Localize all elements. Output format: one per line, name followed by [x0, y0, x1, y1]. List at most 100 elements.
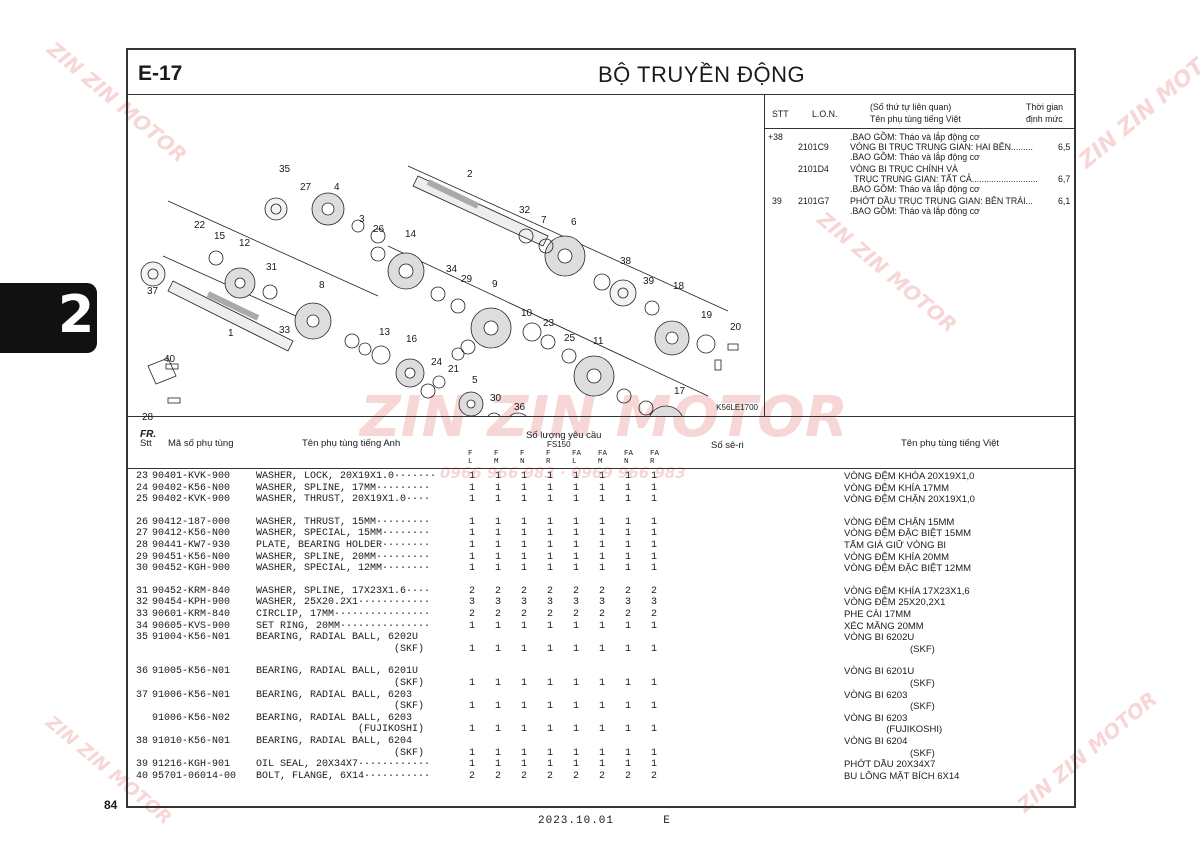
row-part-code: 90412-187-000 — [152, 516, 231, 528]
part-label: 8 — [319, 280, 325, 291]
row-name-vi: VÒNG ĐỆM ĐẶC BIỆT 15MM — [844, 528, 972, 540]
row-qty: 1 — [598, 620, 605, 632]
row-name-vi: VÒNG ĐỆM ĐẶC BIỆT 12MM — [844, 563, 972, 575]
row-qty: 1 — [598, 563, 605, 575]
row-qty: 1 — [546, 724, 553, 736]
qty-column-bottom: M — [598, 458, 603, 466]
row-name-vi: VÒNG BI 6203 — [844, 712, 908, 724]
row-qty: 1 — [624, 551, 631, 563]
part-label: 18 — [673, 281, 685, 292]
section-tab — [0, 283, 97, 353]
header-divider — [128, 94, 1074, 95]
row-part-code: 90601-KRM-840 — [152, 609, 231, 620]
row-stt: 31 — [136, 585, 149, 597]
row-qty: 1 — [520, 494, 527, 506]
footer-edition: E — [663, 815, 671, 827]
labor-name: VÒNG BI TRỤC TRUNG GIAN: HAI BÊN........… — [850, 142, 1033, 152]
labor-time-table: STT L.O.N. (Số thứ tự liên quan) Tên phụ… — [764, 96, 1076, 416]
page-number: 84 — [104, 798, 118, 812]
row-name-vi: PHE CÀI 17MM — [844, 609, 912, 620]
row-qty: 1 — [546, 620, 553, 632]
row-stt: 27 — [136, 528, 149, 540]
row-name-en: BEARING, RADIAL BALL, 6201U — [256, 666, 419, 678]
header-name-vi: Tên phụ tùng tiếng Việt — [901, 438, 1000, 449]
row-qty: 2 — [468, 585, 475, 597]
row-name-vi: VÒNG ĐỆM KHÍA 20MM — [844, 551, 950, 563]
row-name-en: BEARING, RADIAL BALL, 6202U — [256, 632, 419, 644]
row-stt: 37 — [136, 689, 149, 701]
part-label: 9 — [492, 279, 498, 290]
part-label: 36 — [514, 402, 526, 413]
row-qty: 2 — [572, 585, 579, 597]
qty-column-top: FA — [572, 450, 582, 458]
row-name-vi: VÒNG ĐỆM CHẶN 15MM — [844, 516, 955, 528]
labor-header-time-2: định mức — [1026, 114, 1063, 124]
row-name-en: SET RING, 20MM··············· — [256, 620, 431, 632]
row-qty: 3 — [468, 597, 475, 609]
row-qty: 1 — [494, 701, 501, 713]
qty-column-bottom: N — [520, 458, 525, 466]
row-qty: 1 — [624, 494, 631, 506]
row-qty: 1 — [572, 540, 579, 551]
row-qty: 3 — [494, 597, 501, 609]
row-qty: 1 — [650, 516, 657, 528]
part-label: 12 — [239, 238, 251, 249]
row-qty: 2 — [650, 770, 657, 782]
row-qty: 2 — [650, 585, 657, 597]
row-qty: 1 — [468, 551, 475, 563]
row-qty: 1 — [520, 551, 527, 563]
row-qty: 1 — [468, 482, 475, 494]
part-label: 21 — [448, 364, 460, 375]
part-label: 25 — [564, 333, 576, 344]
watermark-center: ZIN ZIN MOTOR — [360, 385, 848, 450]
row-qty: 1 — [520, 701, 527, 713]
row-qty: 1 — [598, 528, 605, 540]
row-stt: 24 — [136, 482, 149, 494]
row-qty: 1 — [572, 482, 579, 494]
row-qty: 1 — [546, 482, 553, 494]
part-label: 15 — [214, 231, 226, 242]
row-qty: 1 — [598, 471, 605, 482]
row-name-en: (SKF) — [256, 701, 425, 713]
row-qty: 1 — [494, 471, 501, 482]
part-label: 13 — [379, 327, 391, 338]
row-qty: 1 — [598, 540, 605, 551]
row-qty: 1 — [624, 701, 631, 713]
part-label: 22 — [194, 220, 206, 231]
part-label: 39 — [643, 276, 655, 287]
row-qty: 1 — [650, 482, 657, 494]
row-name-en: WASHER, LOCK, 20X19X1.0······· — [256, 471, 437, 482]
row-name-en: BEARING, RADIAL BALL, 6204 — [256, 736, 413, 747]
diagram-drawing — [137, 165, 739, 450]
row-qty: 2 — [520, 770, 527, 782]
row-qty: 1 — [572, 701, 579, 713]
row-qty: 1 — [624, 678, 631, 689]
row-qty: 1 — [520, 528, 527, 540]
qty-column-top: F — [494, 450, 499, 458]
part-label: 5 — [472, 375, 478, 386]
row-name-vi: XÉC MĂNG 20MM — [844, 620, 924, 632]
row-qty: 1 — [494, 516, 501, 528]
qty-column-top: F — [520, 450, 525, 458]
row-qty: 1 — [650, 540, 657, 551]
row-qty: 1 — [650, 643, 657, 655]
row-qty: 1 — [468, 516, 475, 528]
row-stt: 40 — [136, 770, 149, 782]
row-qty: 1 — [520, 620, 527, 632]
row-qty: 1 — [520, 563, 527, 575]
row-qty: 1 — [598, 516, 605, 528]
row-qty: 1 — [468, 528, 475, 540]
row-qty: 1 — [468, 759, 475, 771]
part-label: 10 — [521, 308, 533, 319]
row-name-en: WASHER, SPECIAL, 15MM········ — [256, 528, 431, 540]
row-name-vi: VÒNG BI 6201U — [844, 666, 915, 678]
row-qty: 1 — [572, 759, 579, 771]
